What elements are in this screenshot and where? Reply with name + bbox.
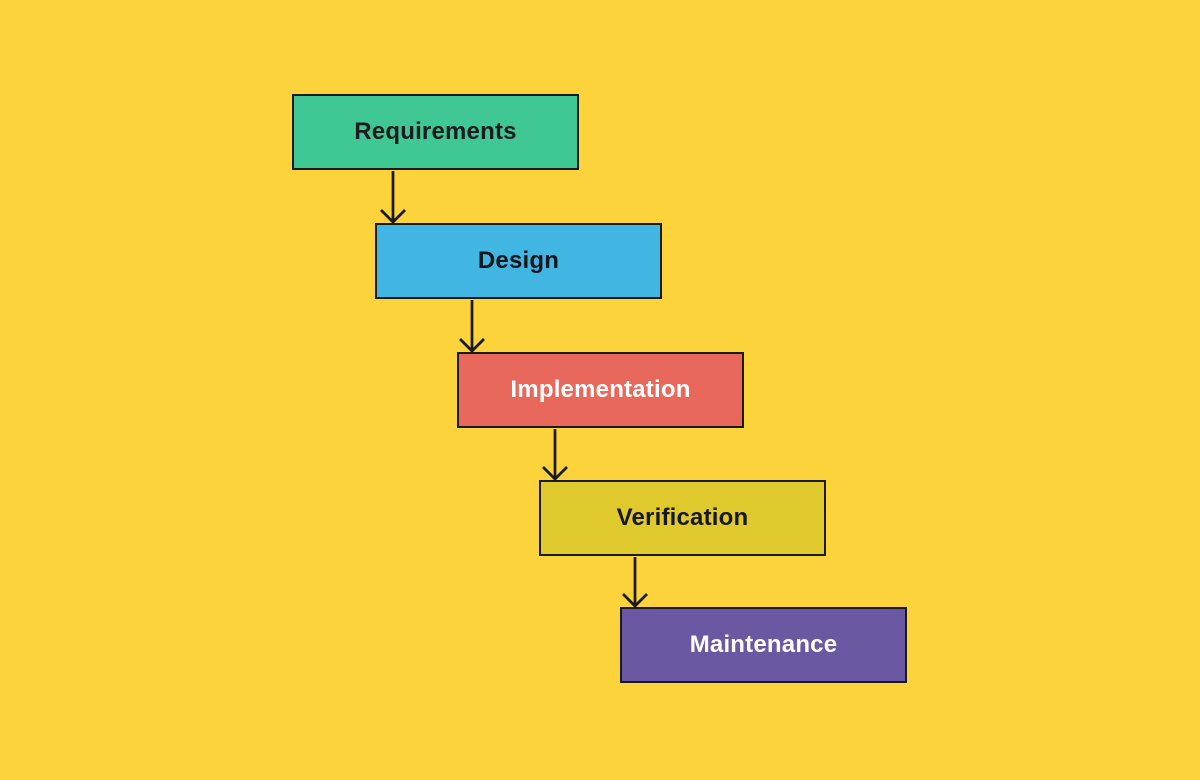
stage-box-maintenance: Maintenance	[620, 607, 907, 683]
arrow-requirements-to-design-icon	[380, 171, 406, 224]
stage-box-implementation: Implementation	[457, 352, 744, 428]
stage-label-maintenance: Maintenance	[689, 631, 838, 658]
stage-box-requirements: Requirements	[292, 94, 579, 170]
stage-label-requirements: Requirements	[354, 118, 517, 145]
stage-box-design: Design	[375, 223, 662, 299]
stage-box-verification: Verification	[539, 480, 826, 556]
stage-label-design: Design	[477, 247, 560, 274]
stage-label-implementation: Implementation	[510, 376, 691, 403]
arrow-implementation-to-verification-icon	[542, 429, 568, 481]
stage-label-verification: Verification	[616, 504, 749, 531]
arrow-design-to-implementation-icon	[459, 300, 485, 353]
arrow-verification-to-maintenance-icon	[622, 557, 648, 608]
